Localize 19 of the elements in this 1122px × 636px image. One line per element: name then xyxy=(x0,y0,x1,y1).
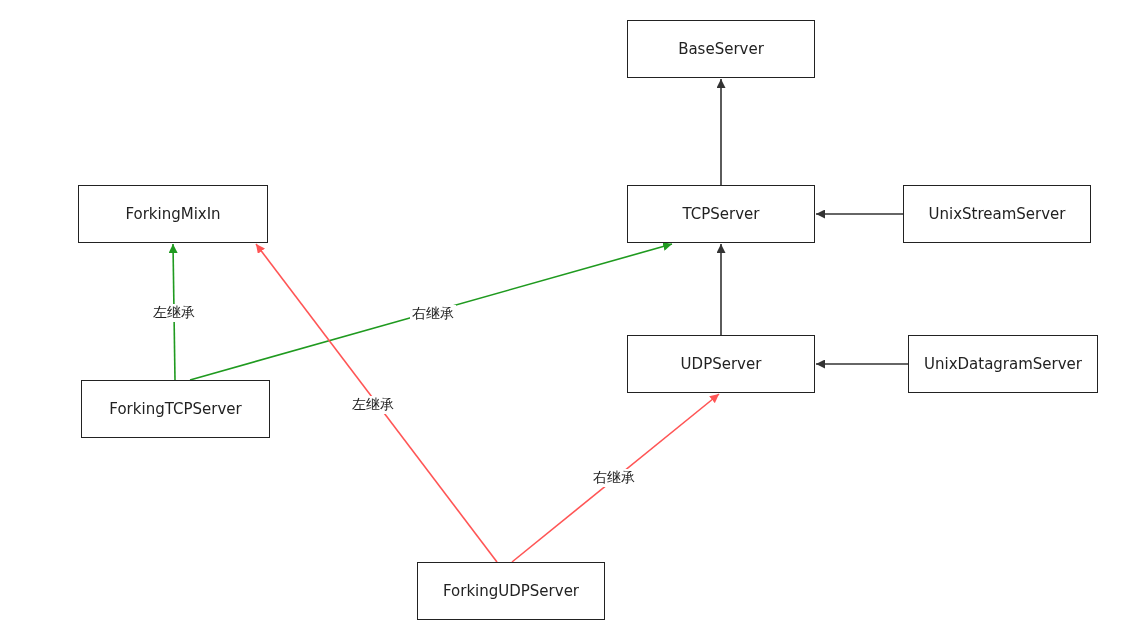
class-box: UDPServer xyxy=(627,335,815,393)
class-box: UnixDatagramServer xyxy=(908,335,1098,393)
class-box: BaseServer xyxy=(627,20,815,78)
class-box: TCPServer xyxy=(627,185,815,243)
arrow xyxy=(815,209,904,219)
class-box: ForkingTCPServer xyxy=(81,380,270,438)
class-box: UnixStreamServer xyxy=(903,185,1091,243)
edge-label: 右继承 xyxy=(591,469,637,487)
arrow xyxy=(716,243,726,336)
edge-label: 右继承 xyxy=(410,305,456,323)
arrow xyxy=(511,393,720,563)
edge-label: 左继承 xyxy=(151,304,197,322)
arrow xyxy=(716,78,726,186)
arrow xyxy=(255,243,498,563)
class-box: ForkingMixIn xyxy=(78,185,268,243)
edge-label: 左继承 xyxy=(350,396,396,414)
arrow xyxy=(189,242,673,381)
arrow xyxy=(815,359,909,369)
class-box: ForkingUDPServer xyxy=(417,562,605,620)
